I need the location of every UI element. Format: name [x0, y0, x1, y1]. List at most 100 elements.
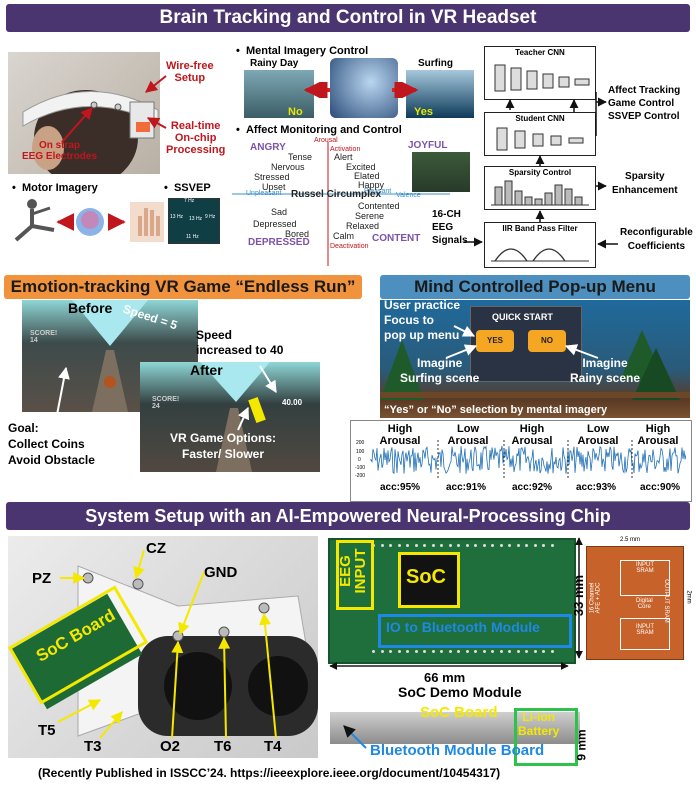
pcb-pin [542, 544, 545, 547]
motor-imagery-label: • Motor Imagery [12, 182, 98, 194]
pcb-pin [525, 544, 528, 547]
eeg-input-label: 16-CH EEG Signals [432, 209, 468, 246]
score-before: SCORE! 14 [30, 330, 58, 344]
pcb-pin [414, 544, 418, 547]
die-input-sram-top [620, 560, 670, 596]
valence-label: Valence [396, 192, 421, 199]
eeg-label-5: High Arousal [637, 423, 679, 447]
die-output-sram-label: OUTPUT SRAM [662, 579, 669, 623]
affect-label: • Affect Monitoring and Control [236, 124, 402, 136]
pcb-pin [440, 544, 443, 547]
game-before-track [72, 300, 148, 412]
iir-filter-block: IIR Band Pass Filter [484, 222, 596, 268]
pcb-pins [372, 544, 562, 664]
reconfigurable-coeff-output: Reconfigurable Coefficients [620, 227, 693, 252]
teacher-cnn-block: Teacher CNN [484, 46, 596, 100]
motor-imagery-illustration [10, 196, 166, 246]
pcb-pin [533, 650, 537, 653]
pcb-pin [397, 650, 401, 653]
pcb-pin [431, 650, 435, 653]
speed-readout: 40.00 [282, 398, 303, 407]
game-after-screen [140, 362, 320, 472]
pcb-pin [380, 544, 384, 547]
acc-2: acc:91% [446, 482, 487, 493]
imagine-rainy-label: Imagine Rainy scene [570, 356, 641, 385]
russel-circumplex-label: Russel Circumplex [291, 189, 382, 200]
acc-5: acc:90% [640, 482, 681, 493]
rainy-photo [244, 70, 314, 118]
student-cnn-title: Student CNN [515, 114, 565, 123]
emotion-alert: Alert [334, 152, 353, 162]
pcb-pin [508, 650, 511, 653]
pcb-pin [431, 544, 435, 547]
game-banner: Emotion-tracking VR Game “Endless Run” [4, 275, 362, 299]
pcb-board [328, 538, 576, 664]
electrode-gnd: GND [204, 564, 238, 581]
pcb-pin [448, 650, 452, 653]
electrode-o2: O2 [160, 738, 181, 755]
sparsity-histogram [491, 180, 589, 206]
eeg-label-2: Low Arousal [447, 423, 489, 447]
electrode-pz: PZ [32, 570, 52, 587]
electrode-t6: T6 [214, 738, 232, 755]
ssvep-freq-right: 9 Hz [205, 214, 216, 220]
deactivation-label: Deactivation [330, 243, 369, 250]
battery-highlight [514, 708, 578, 766]
game-options-label: VR Game Options: Faster/ Slower [170, 431, 277, 461]
pcb-pin [499, 650, 503, 653]
mental-imagery-label: • Mental Imagery Control [236, 45, 369, 57]
menu-yes-button[interactable]: YES [476, 330, 514, 352]
thickness-label: 9 mm [574, 729, 589, 761]
quadrant-angry: ANGRY [250, 142, 286, 153]
iir-filter-title: IIR Band Pass Filter [502, 224, 578, 233]
eeg-input-highlight [336, 540, 374, 610]
emotion-sad: Sad [271, 207, 288, 217]
pcb-pin [482, 650, 486, 653]
pcb-pin [516, 544, 520, 547]
circumplex-game-thumb [412, 152, 470, 192]
quick-start-title: QUICK START [492, 312, 553, 322]
pcb-pin [465, 544, 469, 547]
circumplex-axes [232, 142, 450, 266]
pcb-pin [474, 544, 477, 547]
ssvep-grid [168, 198, 220, 244]
pcb-pin [406, 544, 409, 547]
footer-citation: (Recently Published in ISSCC’24. https:/… [38, 766, 501, 780]
eeg-ytick-5: -200 [355, 473, 366, 479]
die-sram-top-label: INPUT SRAM [636, 562, 654, 574]
pcb-height-label: 33 mm [571, 574, 587, 617]
eeg-input-header: EEG INPUT [337, 548, 369, 594]
menu-no-button[interactable]: NO [528, 330, 566, 352]
sparsity-control-title: Sparsity Control [508, 168, 572, 177]
user-practice-label: User practice Focus to pop up menu [384, 298, 461, 342]
electrodes-label: On strap EEG Electrodes [22, 140, 98, 162]
no-label: No [288, 106, 303, 118]
emotion-elated: Elated [354, 171, 380, 181]
emotion-contented: Contented [358, 201, 400, 211]
pcb-pin [550, 650, 554, 653]
quadrant-content: CONTENT [372, 233, 421, 244]
menu-caption: “Yes” or “No” selection by mental imager… [384, 404, 608, 416]
electrode-t4: T4 [264, 738, 282, 755]
pcb-pin [533, 544, 537, 547]
yes-label: Yes [414, 106, 433, 118]
soc-chip-label: SoC [406, 566, 446, 588]
side-soc-board-label: SoC Board [420, 704, 498, 721]
pcb-pin [491, 544, 494, 547]
pcb-pin [440, 650, 443, 653]
brain-image [330, 58, 398, 118]
pcb-pin [482, 544, 486, 547]
die-width-label: 2.5 mm [620, 537, 641, 543]
soc-chip-highlight [398, 552, 460, 608]
emotion-relaxed: Relaxed [346, 221, 380, 231]
module-side-view [330, 712, 580, 744]
unpleasant-label: Unpleasant [246, 190, 282, 197]
soc-demo-module-label: SoC Demo Module [398, 684, 522, 700]
after-label: After [190, 362, 223, 378]
emotion-bored: Bored [285, 229, 310, 239]
pcb-width-label: 66 mm [424, 670, 466, 685]
bluetooth-board-label: Bluetooth Module Board [370, 742, 545, 759]
